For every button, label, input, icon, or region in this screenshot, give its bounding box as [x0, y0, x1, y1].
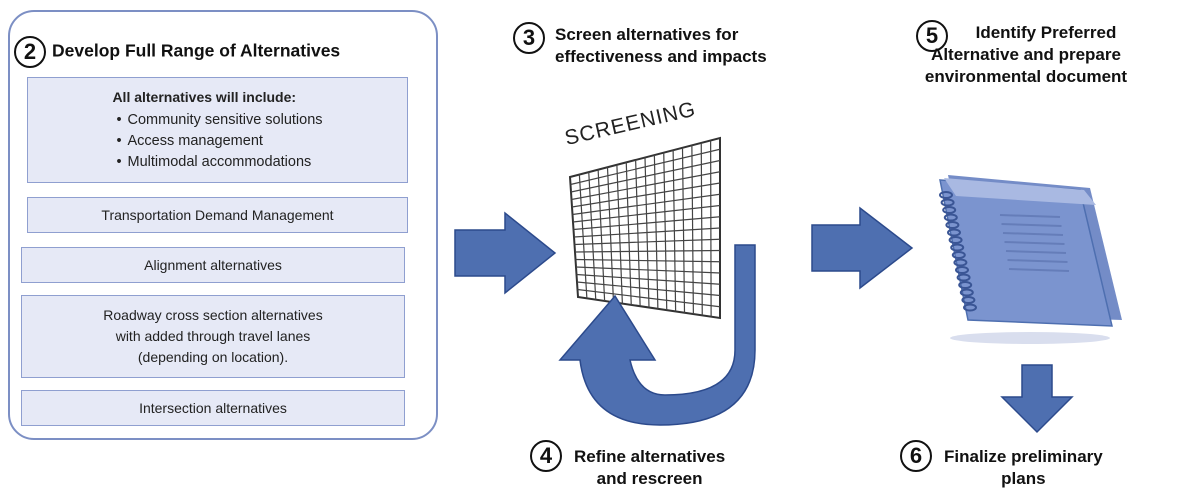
binder-ring [956, 273, 971, 282]
step5-title-line: Identify Preferred [975, 23, 1117, 42]
step3-number: 3 [513, 22, 545, 54]
cross-section-line: with added through travel lanes [115, 328, 311, 344]
step6-title-line: Finalize preliminary [944, 447, 1103, 466]
step3-title-line: Screen alternatives for [555, 25, 739, 44]
binder-ring [963, 303, 977, 312]
grid-line [577, 288, 721, 308]
grid-line [573, 227, 721, 238]
cross-section-line: (depending on location). [137, 349, 289, 365]
grid-line [575, 258, 721, 263]
step2-title-text: Develop Full Range of Alternatives [52, 40, 341, 61]
include-item: Multimodal accommodations [126, 152, 322, 173]
step6-title-line: plans [1001, 469, 1046, 488]
grid-line [572, 204, 721, 223]
document-text-line [1001, 223, 1062, 227]
include-item: Access management [126, 131, 322, 152]
binder-ring [948, 236, 963, 244]
tdm-box: Transportation Demand Management [27, 197, 408, 233]
grid-line [573, 216, 721, 231]
screening-grid [568, 136, 721, 320]
grid-line [570, 148, 721, 186]
document-text-line [1005, 250, 1067, 254]
step4-title-line: and rescreen [596, 469, 703, 488]
step5-title-line: Alternative and prepare [931, 45, 1121, 64]
grid-line [576, 281, 721, 297]
binder-ring [947, 228, 961, 237]
cross-section-line: Roadway cross section alternatives [103, 307, 323, 323]
intersection-box: Intersection alternatives [21, 390, 405, 426]
binder-ring [959, 288, 974, 297]
document-text-line [999, 214, 1061, 218]
document-binder-icon [939, 175, 1122, 344]
tdm-label: Transportation Demand Management [101, 206, 334, 223]
step5-title: 5 Identify Preferred Alternative and pre… [916, 20, 1176, 88]
grid-line [576, 273, 721, 285]
grid-line [571, 171, 721, 201]
include-heading: All alternatives will include: [112, 89, 297, 105]
alignment-label: Alignment alternatives [144, 256, 282, 273]
grid-line [575, 266, 721, 274]
grid-line [571, 182, 721, 208]
intersection-label: Intersection alternatives [139, 399, 287, 416]
cross-section-box: Roadway cross section alternatives with … [21, 295, 405, 378]
document-text-line [1007, 259, 1068, 263]
binder-ring [955, 266, 969, 274]
step3-title-line: effectiveness and impacts [555, 47, 767, 66]
step6-title: 6 Finalize preliminary plans [900, 440, 1103, 490]
binder-ring [945, 221, 960, 229]
grid-line [574, 249, 721, 253]
binder-ring [943, 213, 958, 222]
step6-number: 6 [900, 440, 932, 472]
binder-ring [939, 191, 953, 199]
step2-number: 2 [14, 36, 46, 68]
document-text-line [1004, 241, 1065, 245]
grid-line [574, 238, 721, 246]
refine-loop-arrow-icon [558, 244, 756, 426]
step2-title: 2 Develop Full Range of Alternatives [14, 36, 340, 68]
step4-number: 4 [530, 440, 562, 472]
binder-ring [940, 198, 955, 207]
document-text-line [1008, 268, 1070, 272]
include-box: All alternatives will include: Community… [27, 77, 408, 183]
binder-ring [961, 296, 976, 304]
binder-ring [958, 281, 973, 289]
step4-title: 4 Refine alternatives and rescreen [530, 440, 726, 490]
include-item: Community sensitive solutions [126, 110, 323, 131]
step5-number: 5 [916, 20, 948, 52]
step3-title: 3 Screen alternatives for effectiveness … [513, 22, 767, 68]
right-arrow-icon [811, 206, 914, 290]
right-arrow-icon [454, 211, 557, 295]
grid-line [572, 193, 721, 216]
step4-title-line: Refine alternatives [574, 447, 726, 466]
binder-ring [950, 243, 965, 252]
binder-ring [953, 258, 968, 267]
step5-title-line: environmental document [924, 67, 1128, 86]
alignment-box: Alignment alternatives [21, 247, 405, 283]
down-arrow-icon [1000, 364, 1074, 434]
include-list: Community sensitive solutions Access man… [112, 110, 323, 173]
binder-ring [942, 206, 957, 214]
document-text-line [1002, 232, 1064, 236]
binder-ring [951, 251, 966, 259]
grid-line [570, 159, 721, 193]
